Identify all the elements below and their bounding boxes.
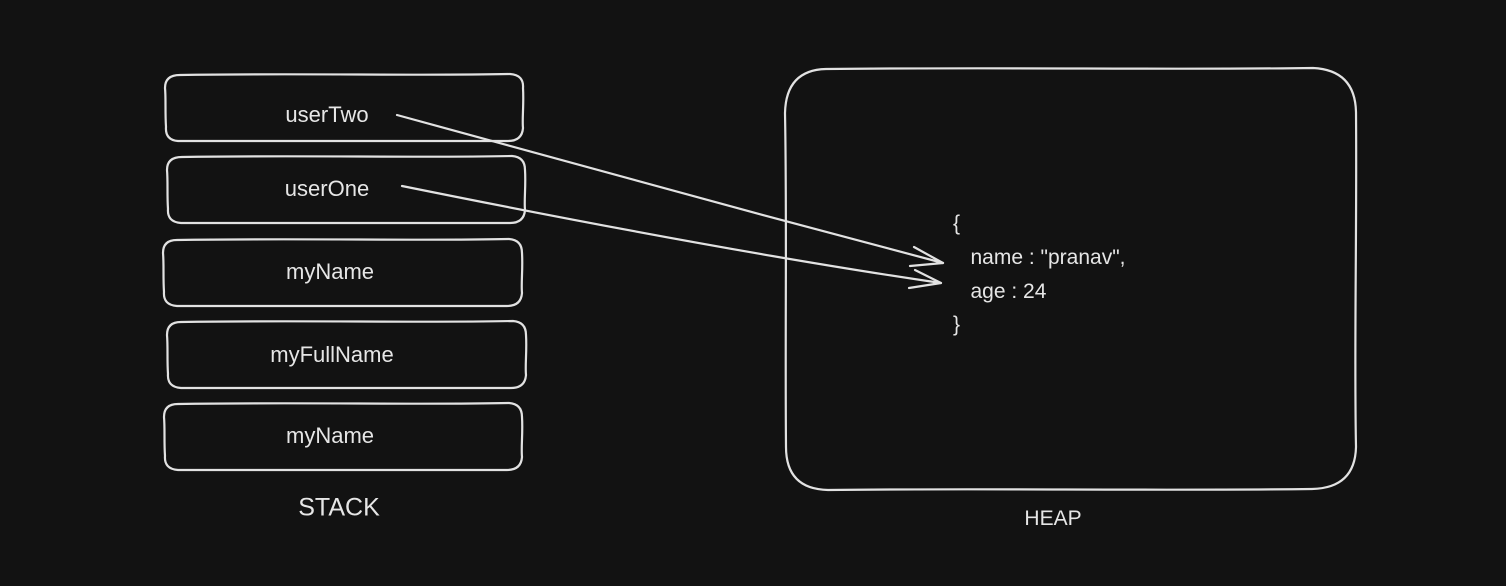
stack-title: STACK bbox=[298, 493, 380, 522]
stack-cell-myFullName[interactable] bbox=[165, 319, 528, 390]
stack-cell-label-myName-1: myName bbox=[285, 259, 375, 284]
heap-object-age-line: age : 24 bbox=[953, 280, 1047, 303]
heap-object-open-brace: { bbox=[953, 212, 961, 235]
stack-cell-label-userTwo: userTwo bbox=[285, 102, 369, 127]
stack-cell-label-myName-2: myName bbox=[285, 423, 375, 448]
heap-object-name-line: name : "pranav", bbox=[953, 246, 1126, 269]
arrowhead-userTwo bbox=[908, 245, 945, 268]
stack-cells bbox=[161, 72, 528, 472]
heap-object-close-brace: } bbox=[953, 313, 961, 336]
heap-title: HEAP bbox=[1024, 507, 1082, 530]
stack-cell-myName-1[interactable] bbox=[161, 237, 524, 308]
arrow-userTwo-to-heap bbox=[395, 113, 945, 265]
arrow-userOne-to-heap bbox=[400, 184, 943, 285]
arrowhead-userOne bbox=[907, 268, 943, 290]
stack-cell-userOne[interactable] bbox=[165, 154, 527, 225]
stack-cell-label-myFullName: myFullName bbox=[270, 342, 394, 367]
stack-cell-label-userOne: userOne bbox=[284, 176, 370, 201]
reference-arrows bbox=[395, 113, 945, 290]
stack-cell-userTwo[interactable] bbox=[163, 72, 525, 143]
heap-box[interactable] bbox=[783, 66, 1358, 492]
stack-cell-myName-2[interactable] bbox=[162, 401, 524, 472]
